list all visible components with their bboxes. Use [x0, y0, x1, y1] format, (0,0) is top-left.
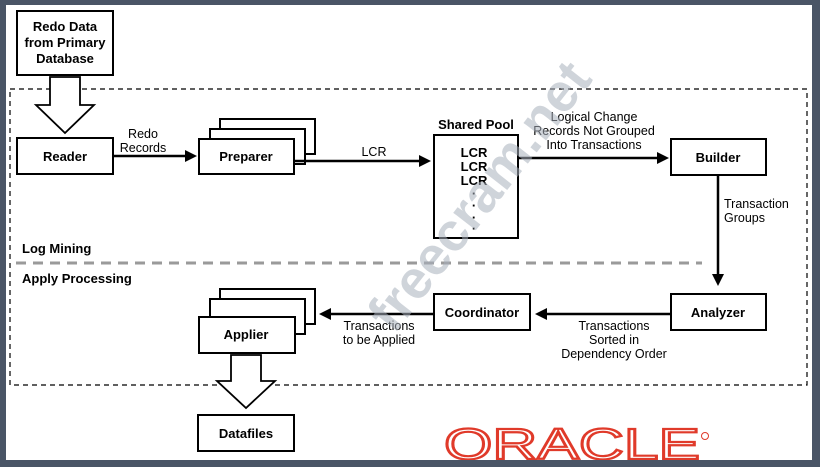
analyzer-label: Analyzer — [691, 305, 745, 320]
shared-pool-item: LCR — [461, 173, 488, 188]
shared-pool-dot: · — [472, 221, 476, 236]
logical-change-line-3: Into Transactions — [546, 138, 641, 152]
applier-box — [198, 316, 296, 354]
analyzer-to-coordinator-arrowhead — [535, 308, 547, 320]
logical-change-line-2: Records Not Grouped — [533, 124, 655, 138]
shared-pool-item: LCR — [461, 145, 488, 160]
diagram-canvas: Redo Data from Primary Database Reader R… — [6, 5, 812, 460]
coordinator-label: Coordinator — [445, 305, 519, 320]
redo-input-arrow — [33, 76, 97, 135]
shared-pool-dot: · — [472, 198, 476, 213]
redo-records-line-2: Records — [120, 141, 167, 155]
shared-pool-dot: · — [472, 210, 476, 225]
lcr-edge-label: LCR — [361, 145, 386, 159]
registered-mark-icon — [701, 432, 709, 440]
sorted-line-3: Dependency Order — [561, 347, 667, 361]
source-box — [16, 10, 114, 76]
to-be-applied-line-2: to be Applied — [343, 333, 415, 347]
source-line-1: Redo Data — [33, 19, 98, 34]
reader-label: Reader — [43, 149, 87, 164]
datafiles-box — [197, 414, 295, 452]
source-line-2: from Primary — [25, 35, 107, 50]
shared-pool-title: Shared Pool — [438, 117, 514, 132]
sorted-line-1: Transactions — [578, 319, 649, 333]
reader-to-preparer-arrowhead — [185, 150, 197, 162]
coordinator-box — [433, 293, 531, 331]
to-be-applied-line-1: Transactions — [343, 319, 414, 333]
oracle-logo: ORACLE — [444, 420, 700, 460]
shared-pool-dot: · — [472, 186, 476, 201]
preparer-to-pool-arrowhead — [419, 155, 431, 167]
builder-label: Builder — [696, 150, 741, 165]
coordinator-to-applier-arrowhead — [319, 308, 331, 320]
transaction-groups-line-2: Groups — [724, 211, 765, 225]
shared-pool-item: LCR — [461, 159, 488, 174]
redo-records-line-1: Redo — [128, 127, 158, 141]
datafiles-label: Datafiles — [219, 426, 273, 441]
sorted-line-2: Sorted in — [589, 333, 639, 347]
analyzer-box — [670, 293, 767, 331]
log-mining-apply-diagram: Redo Data from Primary Database Reader R… — [9, 10, 808, 460]
transaction-groups-line-1: Transaction — [724, 197, 789, 211]
builder-box — [670, 138, 767, 176]
preparer-label: Preparer — [219, 149, 272, 164]
apply-output-arrow — [214, 354, 278, 410]
apply-processing-label: Apply Processing — [22, 271, 132, 286]
shared-pool-box — [433, 134, 519, 239]
logical-change-line-1: Logical Change — [551, 110, 638, 124]
reader-box — [16, 137, 114, 175]
pool-to-builder-arrowhead — [657, 152, 669, 164]
process-region-border — [9, 88, 808, 386]
preparer-box — [198, 138, 295, 175]
applier-label: Applier — [224, 327, 269, 342]
log-mining-label: Log Mining — [22, 241, 91, 256]
source-line-3: Database — [36, 51, 94, 66]
builder-to-analyzer-arrowhead — [712, 274, 724, 286]
